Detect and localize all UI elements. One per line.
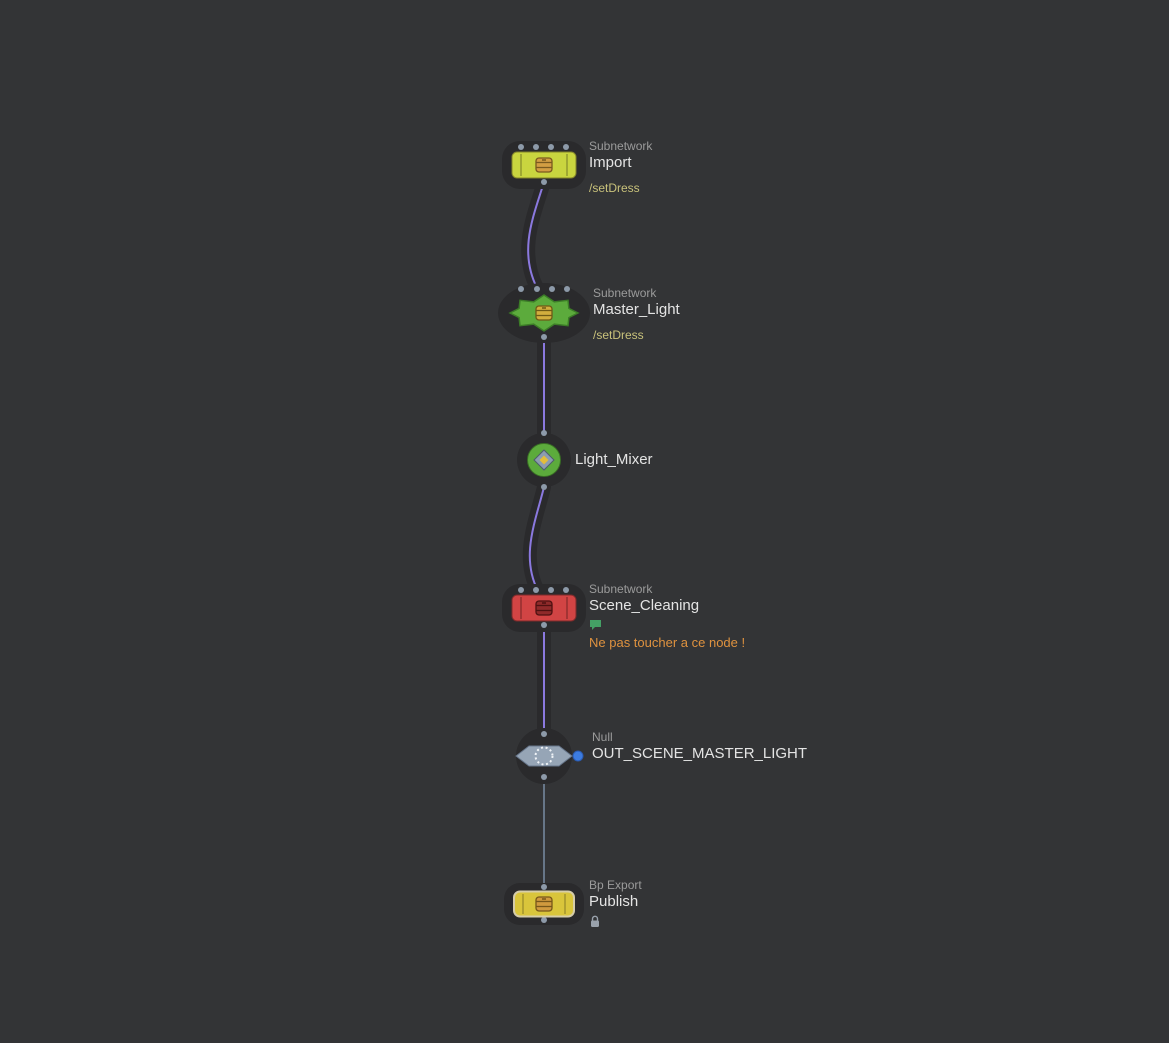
export-icon xyxy=(535,896,553,912)
node-name-label[interactable]: Import xyxy=(589,154,632,171)
input-connector[interactable] xyxy=(533,587,539,593)
input-connector[interactable] xyxy=(563,144,569,150)
display-flag[interactable] xyxy=(572,750,584,762)
output-connector[interactable] xyxy=(541,917,547,923)
node-scene-cleaning[interactable] xyxy=(484,558,604,658)
node-type-label: Subnetwork xyxy=(589,139,653,153)
node-master-light[interactable] xyxy=(484,263,604,363)
node-path-label: /setDress xyxy=(593,328,644,342)
null-dotted-circle-icon xyxy=(534,746,554,766)
input-connector[interactable] xyxy=(518,587,524,593)
lock-icon-row xyxy=(589,915,642,928)
node-name-label[interactable]: Publish xyxy=(589,893,639,910)
node-light-mixer[interactable] xyxy=(484,410,604,510)
node-master-light-labels: Subnetwork Master_Light /setDress xyxy=(593,286,680,343)
input-connector[interactable] xyxy=(533,144,539,150)
wire-lightmixer-to-scenecleaning[interactable] xyxy=(522,480,551,598)
node-name-label[interactable]: Master_Light xyxy=(593,301,680,318)
input-connector[interactable] xyxy=(541,430,547,436)
node-import[interactable] xyxy=(484,115,604,215)
node-type-label: Subnetwork xyxy=(589,582,653,596)
node-scene-cleaning-labels: Subnetwork Scene_Cleaning Ne pas toucher… xyxy=(589,582,745,651)
node-name-label[interactable]: OUT_SCENE_MASTER_LIGHT xyxy=(592,745,808,762)
node-path-label: /setDress xyxy=(589,181,640,195)
input-connector[interactable] xyxy=(518,286,524,292)
node-import-labels: Subnetwork Import /setDress xyxy=(589,139,652,196)
node-name-label[interactable]: Light_Mixer xyxy=(575,451,653,468)
subnetwork-icon xyxy=(535,157,553,173)
node-type-label: Null xyxy=(592,730,613,744)
subnetwork-icon xyxy=(535,305,553,321)
node-publish[interactable] xyxy=(484,854,604,954)
node-body[interactable] xyxy=(515,745,573,767)
node-type-label: Subnetwork xyxy=(593,286,657,300)
subnetwork-icon xyxy=(535,600,553,616)
node-publish-labels: Bp Export Publish xyxy=(589,878,642,928)
padlock-icon xyxy=(591,915,599,927)
comment-bubble-icon[interactable] xyxy=(589,619,602,631)
publish-node-graphic xyxy=(504,883,584,925)
output-connector[interactable] xyxy=(541,484,547,490)
output-connector[interactable] xyxy=(541,179,547,185)
input-connector[interactable] xyxy=(518,144,524,150)
input-connector[interactable] xyxy=(563,587,569,593)
import-node-graphic xyxy=(502,141,586,189)
input-connector[interactable] xyxy=(541,884,547,890)
node-out-labels: Null OUT_SCENE_MASTER_LIGHT xyxy=(592,730,807,763)
wire-import-to-masterlight[interactable] xyxy=(521,175,551,295)
node-name-label[interactable]: Scene_Cleaning xyxy=(589,597,700,614)
input-connector[interactable] xyxy=(549,286,555,292)
node-light-mixer-labels: Light_Mixer xyxy=(575,451,653,469)
scene-cleaning-node-graphic xyxy=(502,584,586,632)
input-connector[interactable] xyxy=(548,144,554,150)
input-connector[interactable] xyxy=(534,286,540,292)
comment-icon-row xyxy=(589,618,745,630)
out-null-node-graphic xyxy=(515,728,584,784)
output-connector[interactable] xyxy=(541,334,547,340)
node-type-label: Bp Export xyxy=(589,878,642,892)
output-connector[interactable] xyxy=(541,622,547,628)
input-connector[interactable] xyxy=(548,587,554,593)
master-light-node-graphic xyxy=(498,283,590,343)
input-connector[interactable] xyxy=(541,731,547,737)
output-connector[interactable] xyxy=(541,774,547,780)
node-out-scene-master-light[interactable] xyxy=(484,706,604,806)
light-mixer-icon xyxy=(533,449,555,471)
light-mixer-node-graphic xyxy=(517,430,571,490)
input-connector[interactable] xyxy=(564,286,570,292)
node-comment-text: Ne pas toucher a ce node ! xyxy=(589,635,746,650)
